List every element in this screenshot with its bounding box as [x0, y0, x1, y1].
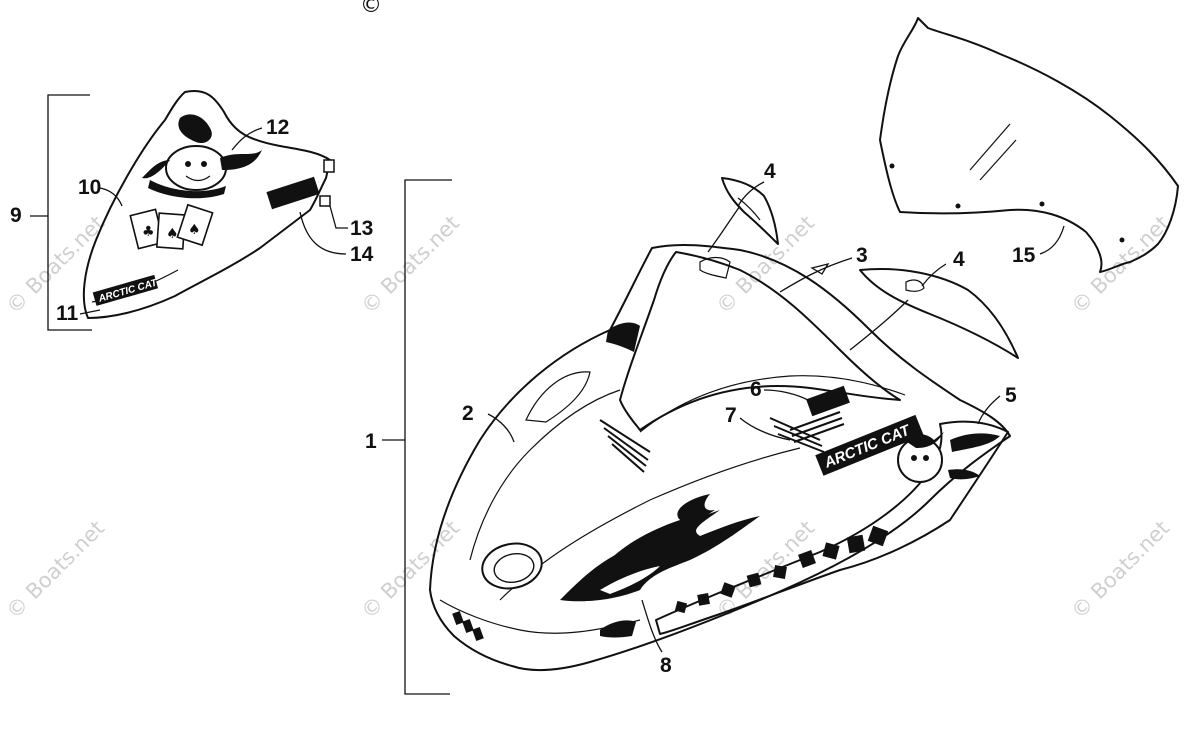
jester-decal-5: [655, 420, 1009, 635]
deflector-right-window: [905, 279, 925, 292]
leader-4-right: [921, 263, 947, 287]
leader-11: [79, 309, 101, 315]
leader-2: [487, 413, 515, 443]
callout-12: 12: [266, 116, 289, 139]
leader-4-right-b: [849, 299, 909, 351]
nose-vents: [452, 610, 484, 642]
watermark: © Boats.net: [1067, 516, 1175, 624]
grille-stripes: [599, 417, 825, 473]
lower-vent: [600, 620, 636, 638]
callout-14: 14: [350, 243, 374, 266]
hood-contour: [469, 389, 621, 561]
watermark-group: © Boats.net © Boats.net © Boats.net © Bo…: [2, 211, 1175, 624]
leader-13: [329, 205, 348, 229]
copyright-symbol: ©: [360, 0, 382, 18]
callout-15: 15: [1012, 244, 1036, 267]
deflector-right-shape: [859, 267, 1019, 359]
svg-text:♣: ♣: [142, 224, 155, 240]
leader-8: [641, 599, 663, 653]
callout-8: 8: [660, 654, 672, 677]
decal-badge-14: [266, 176, 320, 210]
callout-9: 9: [10, 204, 22, 227]
svg-text:♠: ♠: [166, 226, 179, 242]
decal-logo-11: ARCTIC CAT: [92, 274, 159, 306]
callout-4-right: 4: [953, 248, 965, 271]
callout-13: 13: [350, 217, 373, 240]
callout-3: 3: [856, 244, 868, 267]
callout-4-upper: 4: [764, 160, 776, 183]
leader-6: [763, 389, 809, 401]
vent-scoop: [525, 371, 591, 423]
deflector-4-right: [849, 263, 1019, 359]
decal-tab-13: [323, 159, 335, 173]
svg-text:♠: ♠: [188, 222, 201, 238]
windshield-frame-inner: [639, 375, 906, 433]
callout-labels: 1 2 3 4 4 5 6 7 8 9 10 11 12 13 14 15: [10, 116, 1036, 677]
bracket-9: [47, 94, 92, 331]
leader-15: [1039, 225, 1065, 255]
watermark: © Boats.net: [357, 516, 465, 624]
decal-kit-group: ♣ ♠ ♠ ARCTIC CAT: [30, 90, 348, 331]
callout-11: 11: [56, 302, 79, 325]
headlight-opening: [481, 542, 543, 590]
leader-4-upper: [737, 181, 765, 207]
leader-12: [231, 127, 263, 151]
logo-text: ARCTIC CAT: [96, 277, 159, 305]
callout-6: 6: [750, 378, 762, 401]
decal-6: [806, 385, 850, 417]
hood-body: [429, 243, 1011, 672]
callout-7: 7: [725, 404, 737, 427]
leader-14: [299, 211, 347, 255]
callout-1: 1: [365, 430, 377, 453]
headlight-inner: [493, 552, 535, 584]
leader-3: [779, 257, 853, 293]
watermark: © Boats.net: [2, 516, 110, 624]
deflector-upper-shape: [721, 177, 779, 245]
leader-3b: [810, 262, 830, 275]
decal-tab-13b: [319, 195, 331, 207]
decal-panel: [82, 90, 331, 319]
windshield-reflection: [979, 139, 1017, 181]
leader-10: [99, 187, 123, 207]
decal-7: [789, 411, 845, 443]
cards-art: ♣ ♠ ♠: [129, 203, 214, 250]
deflector-4-upper: [707, 177, 779, 253]
leader-5: [977, 395, 1001, 425]
hood-assembly-group: ARCTIC CAT: [382, 179, 1011, 695]
hood-nub: [699, 256, 731, 279]
callout-5: 5: [1005, 384, 1017, 407]
leader-7: [739, 417, 791, 441]
leader-4-upper-b: [707, 205, 741, 253]
joker-art: [142, 114, 262, 199]
vent-left: [606, 322, 640, 352]
windshield-15: [879, 17, 1179, 273]
callout-10: 10: [78, 176, 101, 199]
windshield-reflection: [969, 123, 1011, 171]
flame-decal-8: [560, 494, 760, 602]
callout-2: 2: [462, 402, 474, 425]
windshield-frame: [619, 251, 901, 431]
windshield-shape: [879, 17, 1179, 273]
bracket-1: [404, 179, 452, 695]
